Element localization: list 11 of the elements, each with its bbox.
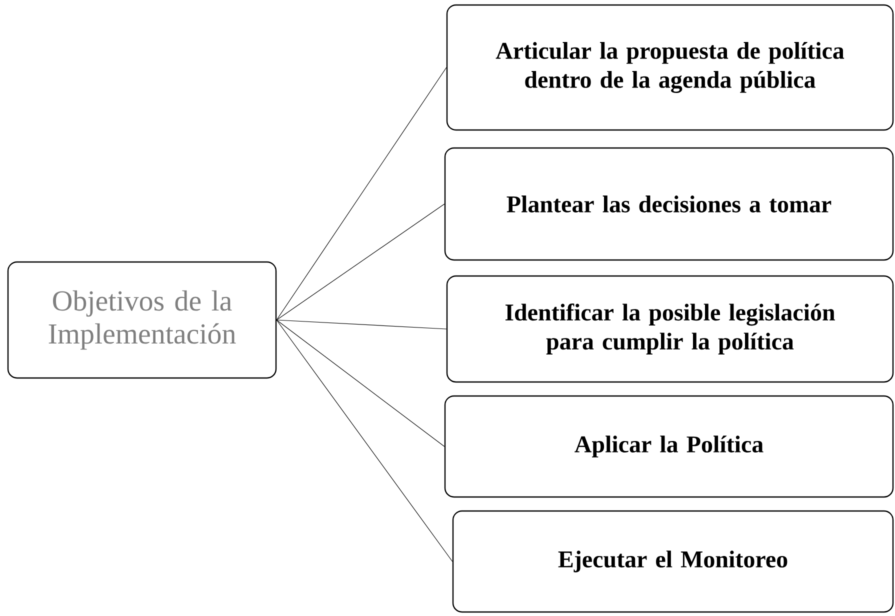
connector-line	[276, 204, 445, 320]
objective-box: Articular la propuesta de política dentro de la agenda pública	[446, 4, 894, 131]
connector-line	[276, 320, 445, 447]
objective-box: Aplicar la Política	[444, 395, 894, 498]
connector-line	[276, 320, 453, 562]
connector-line	[276, 67, 447, 320]
objective-box: Plantear las decisiones a tomar	[444, 147, 894, 261]
connector-line	[276, 320, 447, 330]
objective-box: Ejecutar el Monitoreo	[452, 510, 894, 613]
objective-box: Identificar la posible legislación para cumplir la política	[446, 275, 894, 383]
topic-box: Objetivos de la Implementación	[7, 261, 277, 379]
